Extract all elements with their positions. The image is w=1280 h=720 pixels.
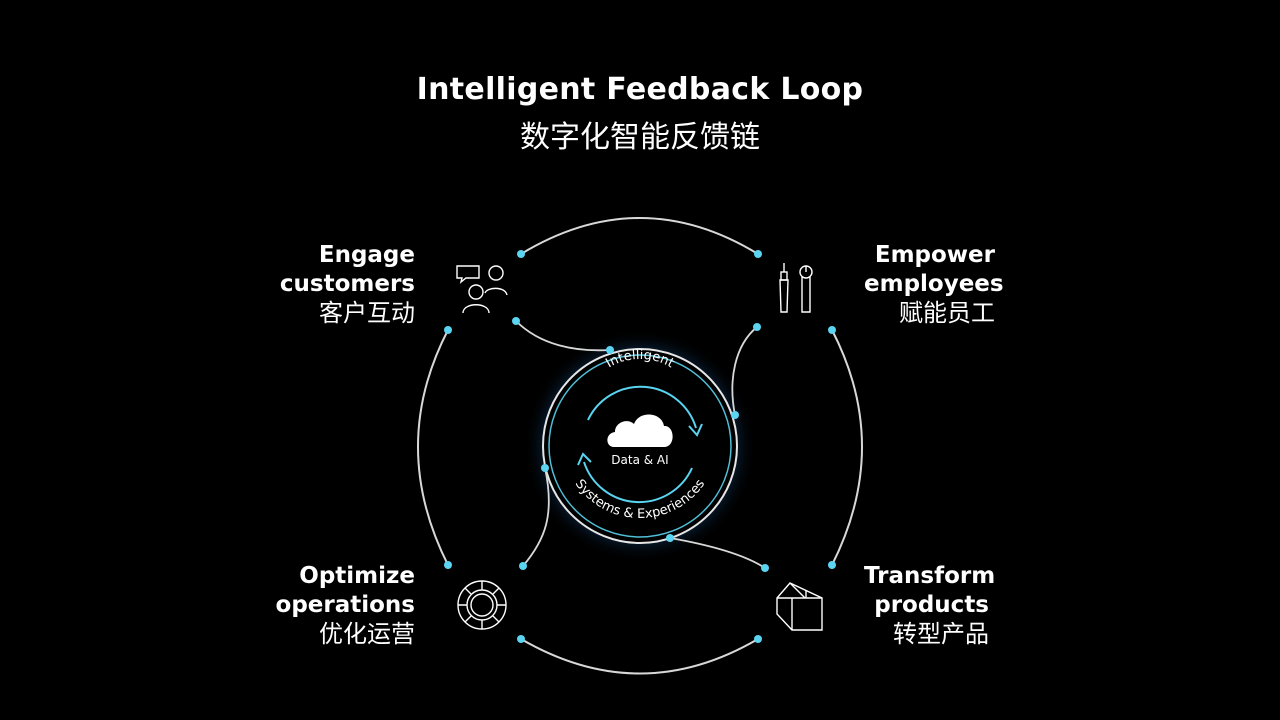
arc-top [520, 217, 759, 255]
title-english: Intelligent Feedback Loop [416, 72, 864, 107]
empower-line1: Empower [874, 242, 995, 268]
node [517, 250, 525, 258]
arc-left [417, 329, 449, 566]
nodes [444, 250, 836, 643]
node [519, 562, 527, 570]
cloud-icon [607, 414, 673, 447]
engage-line1: Engage [318, 242, 415, 268]
connector-transform [669, 537, 766, 569]
node [828, 326, 836, 334]
label-transform-products: Transform products 转型产品 [864, 562, 996, 649]
node [517, 635, 525, 643]
engage-zh: 客户互动 [319, 299, 415, 327]
optimize-zh: 优化运营 [319, 620, 415, 648]
node [754, 250, 762, 258]
node [761, 564, 769, 572]
transform-line1: Transform [864, 563, 996, 589]
node [541, 464, 549, 472]
transform-zh: 转型产品 [893, 620, 989, 648]
cycle-arrow-bottom [583, 461, 693, 503]
center-top-text: Intelligent [603, 348, 676, 371]
cycle-arrows [577, 385, 703, 503]
box-icon [776, 582, 823, 631]
connector-optimize [522, 467, 550, 567]
node [754, 635, 762, 643]
transform-line2: products [874, 592, 989, 618]
title-chinese: 数字化智能反馈链 [520, 120, 760, 155]
center-core-text: Data & AI [611, 453, 668, 467]
connector-empower [731, 326, 758, 416]
cycle-arrow-top [587, 385, 697, 429]
connector-engage [515, 320, 611, 352]
label-empower-employees: Empower employees 赋能员工 [864, 241, 1004, 328]
customers-chat-icon [456, 265, 508, 314]
optimize-line1: Optimize [299, 563, 415, 589]
connector-curves [515, 320, 766, 569]
node [828, 561, 836, 569]
engage-line2: customers [279, 271, 415, 297]
outer-arcs [417, 217, 863, 675]
gear-icon [457, 580, 507, 630]
label-optimize-operations: Optimize operations 优化运营 [215, 562, 415, 649]
tools-icon [779, 263, 813, 313]
optimize-line2: operations [275, 592, 415, 618]
empower-line2: employees [864, 271, 1004, 297]
empower-zh: 赋能员工 [899, 299, 995, 327]
node [444, 326, 452, 334]
arc-right [831, 329, 863, 566]
cycle-arrow-bottom-head [577, 452, 592, 466]
node [753, 323, 761, 331]
node [444, 561, 452, 569]
node [731, 411, 739, 419]
node [606, 346, 614, 354]
node [512, 317, 520, 325]
node [666, 534, 674, 542]
arc-bottom [520, 638, 759, 675]
cycle-arrow-top-head [688, 423, 703, 437]
label-engage-customers: Engage customers 客户互动 [215, 241, 415, 328]
center-inner-ring [548, 354, 732, 538]
